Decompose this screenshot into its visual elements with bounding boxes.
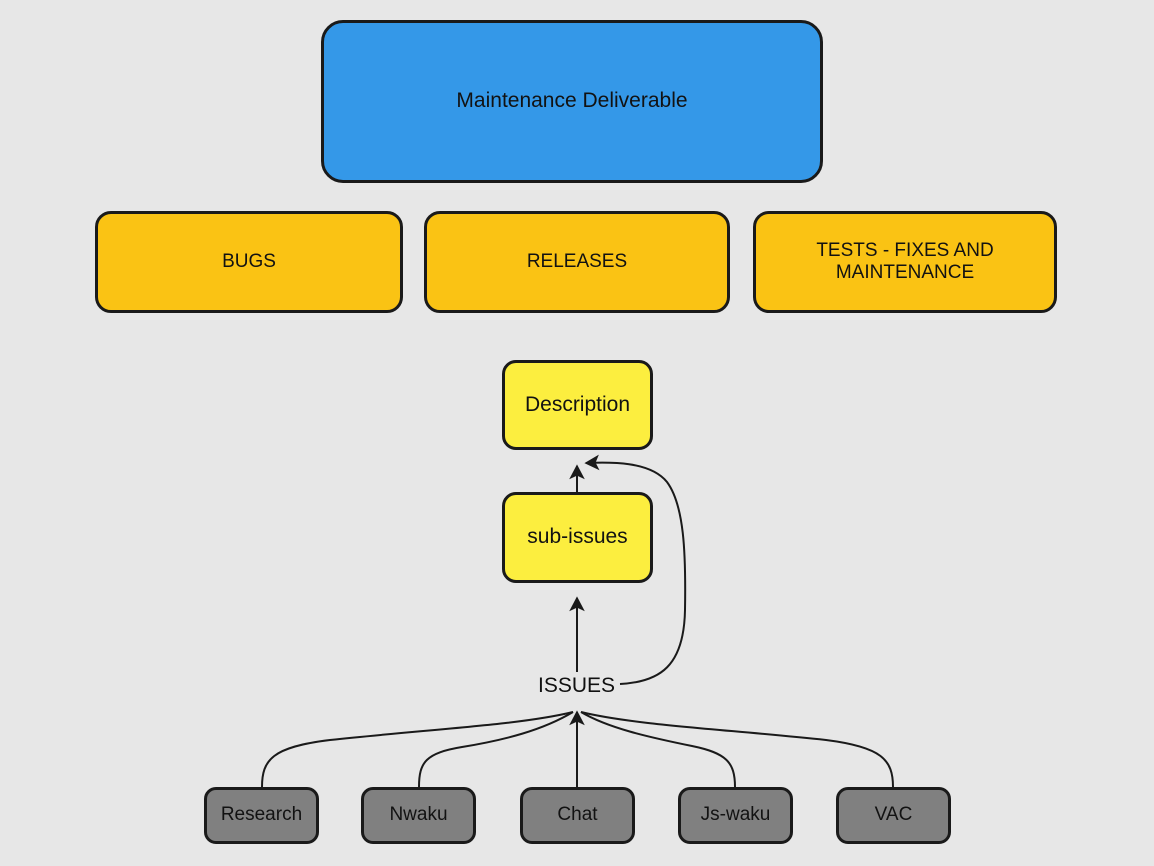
node-vac[interactable]: VAC — [836, 787, 951, 844]
node-bugs[interactable]: BUGS — [95, 211, 403, 313]
node-label: RELEASES — [526, 250, 628, 272]
node-maintenance-deliverable[interactable]: Maintenance Deliverable — [321, 20, 823, 183]
node-sub-issues[interactable]: sub-issues — [502, 492, 653, 583]
node-nwaku[interactable]: Nwaku — [361, 787, 476, 844]
node-chat[interactable]: Chat — [520, 787, 635, 844]
edge-label-text: ISSUES — [538, 674, 616, 697]
node-label: VAC — [874, 804, 913, 826]
edge-nwaku-to-issues — [418, 711, 574, 788]
node-label: Js-waku — [700, 804, 771, 826]
node-label: Chat — [557, 804, 598, 826]
node-label: Nwaku — [389, 804, 448, 826]
edge-vac-to-issues — [580, 711, 894, 788]
node-research[interactable]: Research — [204, 787, 319, 844]
node-js-waku[interactable]: Js-waku — [678, 787, 793, 844]
node-label: Description — [524, 392, 631, 416]
node-label: Research — [220, 804, 303, 826]
node-label: TESTS - FIXES AND MAINTENANCE — [816, 239, 994, 283]
edge-research-to-issues — [261, 711, 574, 788]
edge-jswaku-to-issues — [580, 711, 736, 788]
node-label: Maintenance Deliverable — [456, 89, 688, 113]
node-tests-fixes-and-maintenance[interactable]: TESTS - FIXES AND MAINTENANCE — [753, 211, 1057, 313]
edge-label-issues: ISSUES — [534, 673, 620, 699]
node-label: sub-issues — [527, 525, 628, 549]
node-label: BUGS — [222, 250, 276, 272]
node-releases[interactable]: RELEASES — [424, 211, 730, 313]
node-description[interactable]: Description — [502, 360, 653, 450]
